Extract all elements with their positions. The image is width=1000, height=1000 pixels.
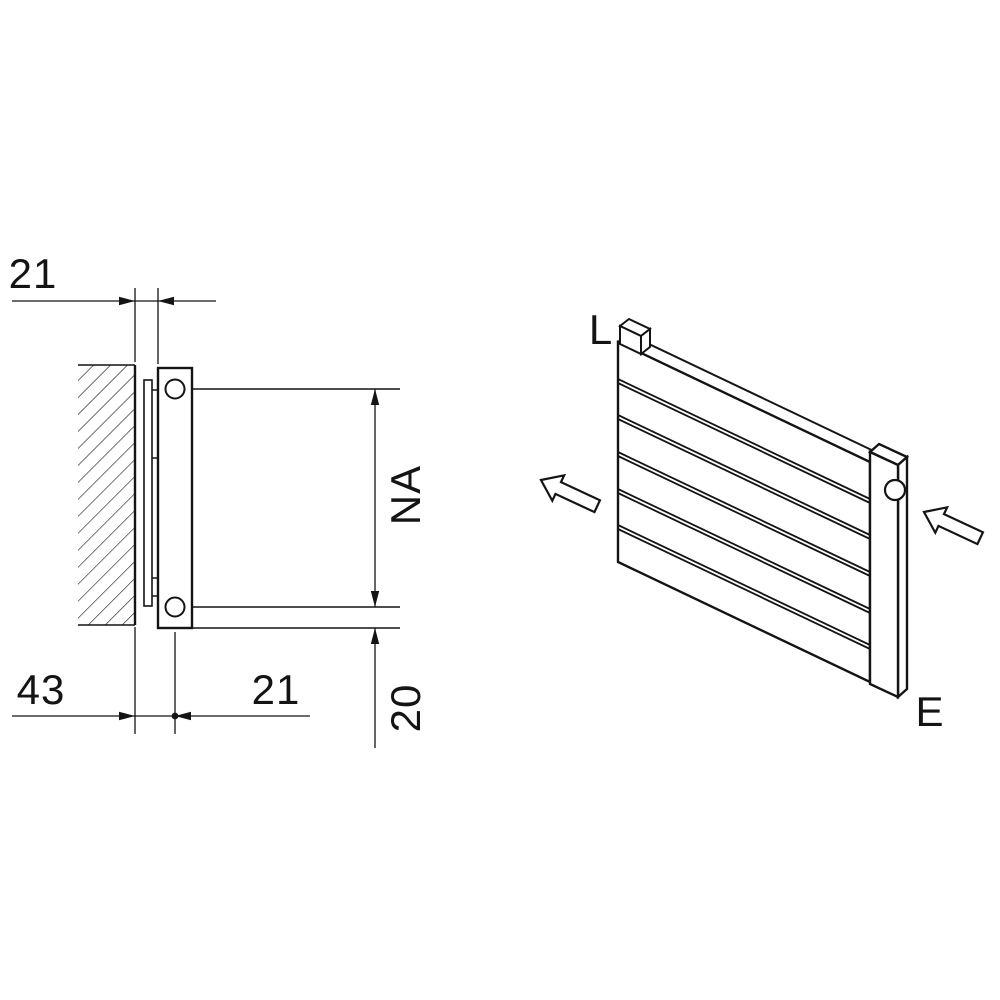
collector-tube [867,442,910,700]
dimension-label-wall-gap: 21 [9,250,58,297]
wall-hatch [78,365,135,625]
arrowhead-up-icon [370,389,380,405]
bracket-hooks [152,389,158,597]
dimension-label-wall-depth: 43 [17,666,66,713]
extension-lines-bottom [134,627,176,734]
label-flow-left: L [589,306,613,353]
dimension-label-clearance: 20 [382,684,429,733]
arrowhead-left-icon [175,711,191,721]
connection-port-icon [883,478,907,502]
dimension-label-axis-offset: 21 [252,666,301,713]
extension-lines-top [134,288,159,364]
arrowhead-right-icon [119,711,135,721]
hanger-tab [618,317,652,357]
pipe-connection-bottom-icon [164,596,186,618]
arrowhead-down-icon [370,591,380,607]
dimension-height-na: NA [370,389,429,607]
dimension-bottom-clearance: 20 [370,628,429,748]
bracket-plate [143,379,153,607]
flow-arrow-left-icon [539,473,602,514]
flow-arrow-entry-icon [922,505,985,546]
isometric-view: L E [539,306,985,735]
radiator-profile [156,366,194,630]
arrowhead-left-icon [158,296,174,306]
label-entry: E [915,688,944,735]
dimension-bottom-depths: 43 21 [12,627,310,734]
wall-section [78,364,137,626]
arrowhead-up-icon [370,628,380,644]
dimension-wall-gap: 21 [9,250,216,364]
dimension-label-height: NA [382,465,429,525]
pipe-connection-top-icon [164,378,186,400]
reference-lines [192,388,400,629]
axis-point-icon [171,712,179,720]
side-view: 21 NA 20 43 21 [9,250,429,748]
arrowhead-right-icon [119,296,135,306]
mounting-bracket [143,379,158,607]
panel-slat-lines [617,378,871,650]
wall-edges [78,364,135,626]
